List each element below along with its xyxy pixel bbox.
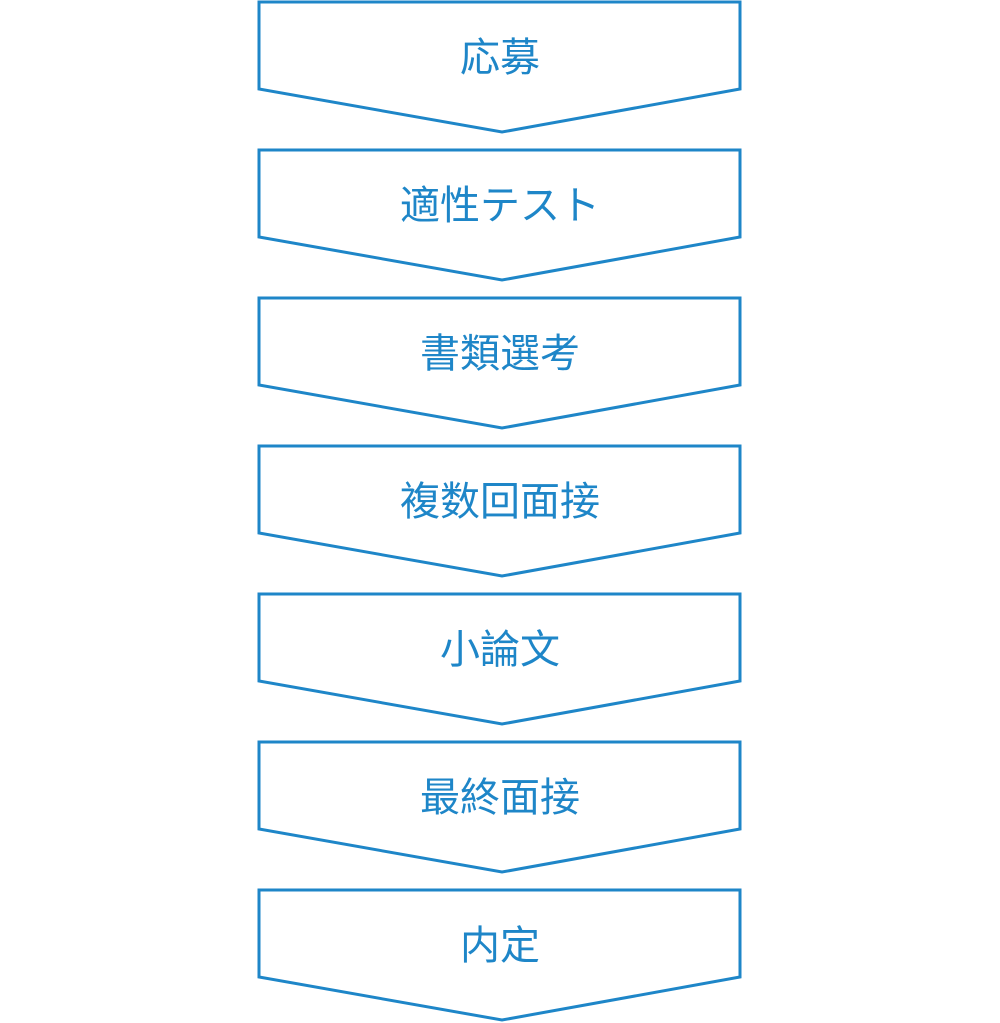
step-chevron-shape <box>257 296 742 430</box>
step-label: 書類選考 <box>420 331 580 377</box>
step-chevron-shape <box>257 0 742 134</box>
step-label: 適性テスト <box>400 183 600 229</box>
step-chevron-shape <box>257 592 742 726</box>
flow-step-essay: 小論文 <box>257 592 742 726</box>
flow-step-final-interview: 最終面接 <box>257 740 742 874</box>
flow-step-job-offer: 内定 <box>257 888 742 1022</box>
flow-step-oubo: 応募 <box>257 0 742 134</box>
step-label: 複数回面接 <box>400 479 600 525</box>
flow-step-document-screening: 書類選考 <box>257 296 742 430</box>
step-chevron-shape <box>257 888 742 1022</box>
step-chevron-shape <box>257 148 742 282</box>
step-chevron-shape <box>257 444 742 578</box>
step-label: 小論文 <box>440 627 560 673</box>
flow-step-aptitude-test: 適性テスト <box>257 148 742 282</box>
flow-step-multiple-interviews: 複数回面接 <box>257 444 742 578</box>
step-label: 最終面接 <box>420 775 580 821</box>
step-label: 応募 <box>460 35 540 81</box>
step-chevron-shape <box>257 740 742 874</box>
step-label: 内定 <box>460 923 540 969</box>
